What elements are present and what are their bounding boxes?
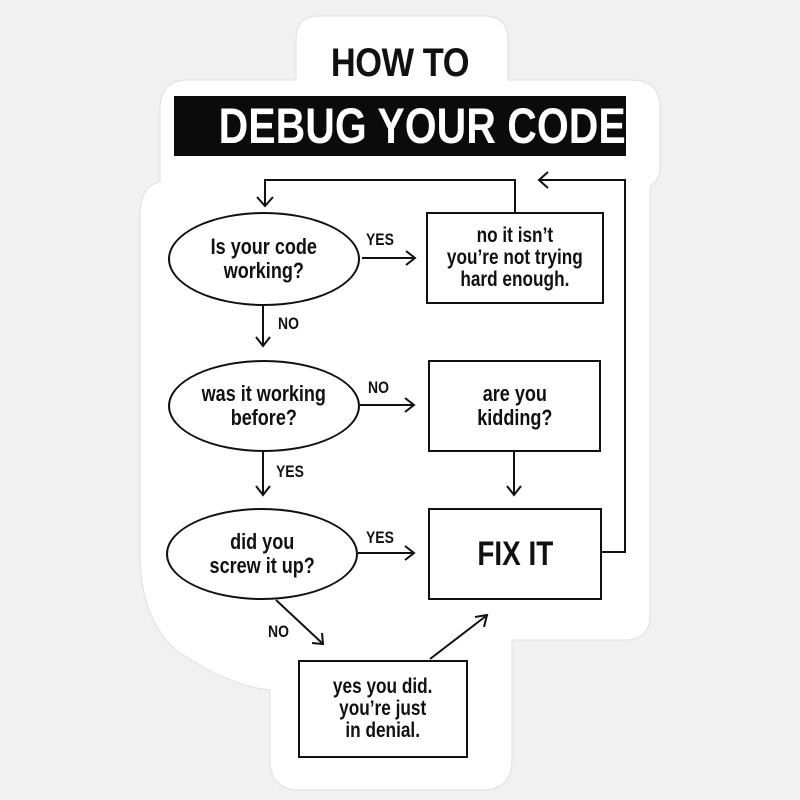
label-q2-no: NO	[368, 378, 389, 397]
label-q2-yes: YES	[276, 462, 304, 481]
label-q1-no: NO	[278, 314, 299, 333]
title-debug-your-code: DEBUG YOUR CODE	[218, 98, 626, 154]
title-banner: DEBUG YOUR CODE	[174, 96, 626, 156]
label-q3-no: NO	[268, 622, 289, 641]
label-q1-yes: YES	[366, 230, 394, 249]
title-how-to: HOW TO	[330, 41, 470, 85]
decision-working-before: was it working before?	[168, 360, 360, 452]
box-fix-it: FIX IT	[428, 508, 602, 600]
box-denial: yes you did. you’re just in denial.	[298, 660, 468, 758]
decision-screw-up: did you screw it up?	[166, 508, 358, 600]
box-not-trying: no it isn’t you’re not trying hard enoug…	[426, 212, 604, 304]
decision-code-working: Is your code working?	[168, 212, 360, 306]
label-q3-yes: YES	[366, 528, 394, 547]
box-kidding: are you kidding?	[428, 360, 601, 452]
